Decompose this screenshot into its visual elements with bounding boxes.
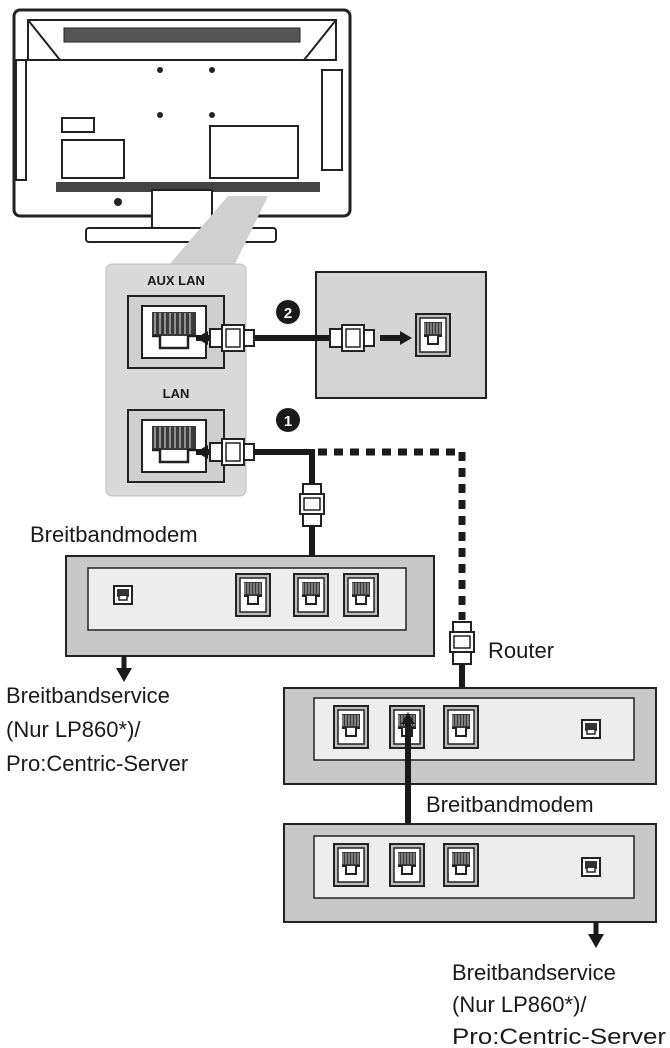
- modem-right-label: Breitbandmodem: [426, 792, 594, 817]
- wall-jack-port-icon: [415, 313, 451, 357]
- rj45-port-icon: [343, 573, 379, 617]
- rj45-port-icon: [389, 843, 425, 887]
- ethernet-plug-icon: [449, 621, 475, 665]
- rj45-port-icon: [333, 843, 369, 887]
- router: [283, 687, 657, 785]
- step-2-badge: 2: [276, 300, 300, 324]
- router-label: Router: [488, 638, 554, 663]
- modem-right: [283, 823, 657, 923]
- step-1-number: 1: [284, 413, 292, 430]
- rj45-port-icon: [443, 843, 479, 887]
- arrow-icon: [401, 712, 415, 724]
- modem-left: [65, 555, 435, 657]
- step-1-badge: 1: [276, 408, 300, 432]
- rj45-port-icon: [443, 705, 479, 749]
- ethernet-plug-icon: [299, 483, 325, 527]
- arrow-icon: [196, 331, 208, 345]
- arrow-icon: [116, 668, 132, 682]
- service-left-line2: (Nur LP860*)/: [6, 717, 141, 742]
- ethernet-plug-icon: [209, 324, 255, 352]
- service-right-line2: (Nur LP860*)/: [452, 992, 587, 1017]
- rj45-port-icon: [235, 573, 271, 617]
- modem-left-label: Breitbandmodem: [30, 522, 198, 547]
- arrow-icon: [400, 331, 412, 345]
- service-left-line1: Breitbandservice: [6, 683, 170, 708]
- service-right-line3: Pro:Centric-Server: [452, 1024, 666, 1048]
- rj45-port-icon: [581, 857, 601, 877]
- rj45-port-icon: [293, 573, 329, 617]
- tv-port-panel: [105, 263, 247, 497]
- arrow-icon: [196, 445, 208, 459]
- lan-label: LAN: [163, 386, 190, 401]
- cable-2: [196, 324, 412, 352]
- service-right-line1: Breitbandservice: [452, 960, 616, 985]
- cable-1: [196, 438, 475, 712]
- rj45-port-icon: [581, 719, 601, 739]
- rj45-port-icon: [333, 705, 369, 749]
- zoom-wedge: [168, 196, 268, 266]
- arrow-icon: [588, 934, 604, 948]
- step-2-number: 2: [284, 305, 292, 322]
- rj45-port-icon: [113, 585, 133, 605]
- aux-lan-label: AUX LAN: [147, 273, 205, 288]
- service-left-line3: Pro:Centric-Server: [6, 751, 188, 776]
- ethernet-plug-icon: [209, 438, 255, 466]
- tv-back-icon: [12, 8, 352, 243]
